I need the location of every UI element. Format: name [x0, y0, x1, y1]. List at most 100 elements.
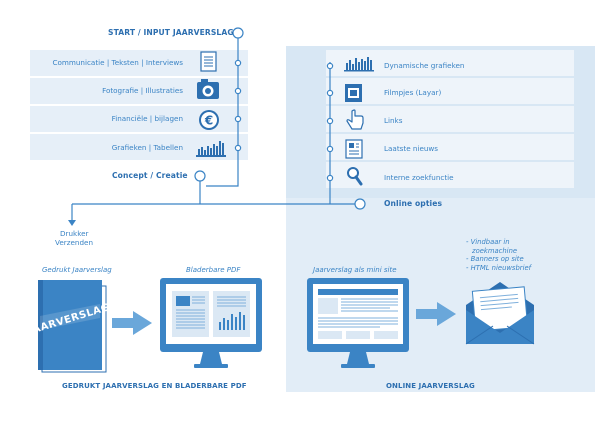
bar — [370, 60, 372, 70]
site-header — [318, 289, 398, 295]
book-icon — [38, 280, 107, 373]
drukker-arrow-head — [68, 220, 76, 226]
pdf-chart-bar — [235, 317, 237, 330]
arrow-to-pdf — [112, 311, 152, 335]
benefit-item: - Banners op site — [466, 255, 524, 264]
bar — [201, 147, 203, 155]
row-label-communicatie: Communicatie | Teksten | Interviews — [52, 58, 183, 67]
pdf-chart-bar — [227, 320, 229, 330]
magnifier-icon-handle — [354, 175, 363, 186]
arrow-head — [133, 311, 152, 335]
hand-cursor-shape — [346, 109, 364, 130]
euro-icon-glyph: € — [204, 114, 213, 128]
book-cover — [38, 280, 102, 370]
node — [326, 117, 334, 125]
hand-cursor-icon — [346, 109, 364, 130]
bar — [198, 149, 200, 155]
newspaper-icon — [345, 139, 363, 159]
envelope-letter — [471, 286, 529, 332]
mini-site-label: Jaarverslag als mini site — [313, 266, 397, 274]
pdf-chart-bar — [223, 318, 225, 330]
document-icon-lines — [204, 56, 213, 67]
bladerbare-pdf-label: Bladerbare PDF — [186, 266, 241, 274]
node-online — [354, 198, 366, 210]
node — [234, 87, 242, 95]
monitor-base — [341, 364, 375, 368]
envelope-fold — [465, 325, 535, 345]
dynamic-chart-icon — [344, 57, 374, 72]
connector-nodes — [194, 27, 366, 210]
arrow-head — [437, 302, 456, 326]
euro-icon-inner — [201, 112, 217, 128]
site-footer-block — [346, 331, 370, 339]
bar — [355, 58, 357, 70]
euro-icon: € — [199, 110, 219, 130]
monitor-stand — [200, 352, 222, 364]
node — [234, 59, 242, 67]
benefit-item: zoekmachine — [472, 246, 518, 255]
concept-creatie-label: Concept / Creatie — [112, 171, 188, 180]
node — [326, 89, 334, 97]
document-icon-body — [200, 51, 217, 72]
node — [234, 144, 242, 152]
online-item-laatste-nieuws: Laatste nieuws — [384, 144, 439, 153]
start-input-title: START / INPUT JAARVERSLAG — [108, 28, 234, 37]
bar — [213, 144, 215, 155]
bar — [207, 146, 209, 155]
drukker-label: Drukker — [60, 229, 89, 238]
bar — [358, 62, 360, 70]
online-item-dynamische-grafieken: Dynamische grafieken — [384, 61, 465, 70]
right-row-bands — [326, 50, 574, 188]
film-icon — [345, 84, 362, 102]
pdf-chart-bar — [239, 312, 241, 330]
newspaper-icon-body — [345, 139, 363, 159]
node — [326, 174, 334, 182]
pdf-image-block — [176, 296, 190, 306]
document-icon — [200, 51, 217, 72]
bar — [364, 61, 366, 70]
monitor-icon-pdf — [160, 278, 262, 368]
magnifier-icon-glass — [347, 167, 359, 179]
envelope-icon — [465, 282, 535, 345]
magnifier-icon — [347, 167, 363, 186]
row-band — [326, 162, 574, 188]
camera-icon-lens-inner — [205, 88, 211, 94]
online-item-links: Links — [384, 116, 403, 125]
site-footer-block — [374, 331, 398, 339]
camera-icon — [197, 79, 219, 99]
row-label-financiele: Financiële | bijlagen — [111, 114, 183, 123]
online-item-interne-zoekfunctie: Interne zoekfunctie — [384, 173, 454, 182]
pdf-text-lines — [176, 296, 246, 329]
site-footer-block — [318, 331, 342, 339]
bar — [219, 141, 221, 155]
top-vertical-line — [206, 38, 239, 187]
monitor-base — [194, 364, 228, 368]
arrow-to-mail — [416, 302, 456, 326]
film-icon-frame — [350, 90, 357, 96]
newspaper-icon-lines — [349, 143, 359, 155]
node-top — [232, 27, 244, 39]
monitor-icon-online — [307, 278, 409, 368]
dyn-chart-base — [344, 70, 374, 72]
row-label-fotografie: Fotografie | Illustraties — [102, 86, 183, 95]
bar — [352, 64, 354, 70]
verzenden-label: Verzenden — [55, 238, 94, 247]
envelope-letter-lines — [479, 293, 519, 311]
site-text-lines — [318, 298, 398, 328]
bar — [216, 146, 218, 155]
row-band — [326, 134, 574, 160]
online-caption: ONLINE JAARVERSLAG — [386, 382, 475, 390]
online-opties-label: Online opties — [384, 199, 443, 208]
print-caption: GEDRUKT JAARVERSLAG EN BLADERBARE PDF — [62, 382, 247, 390]
bar — [210, 148, 212, 155]
pdf-chart-bar — [243, 315, 245, 330]
bar — [204, 150, 206, 155]
bar — [367, 57, 369, 70]
node — [234, 115, 242, 123]
bar-chart-icon — [196, 141, 226, 157]
camera-icon-top — [201, 79, 208, 83]
monitor-stand — [347, 352, 369, 364]
bar — [349, 60, 351, 70]
